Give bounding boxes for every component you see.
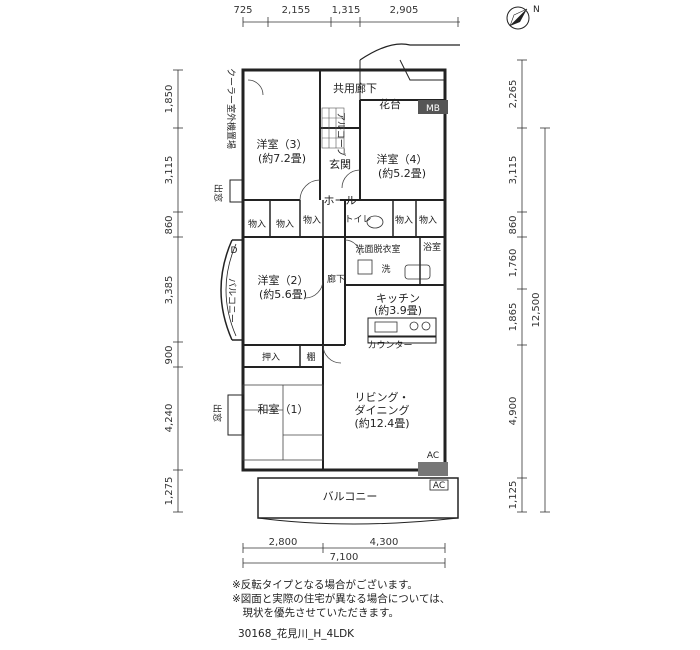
room1-name: 和室（1）: [258, 402, 309, 416]
common-corridor-label: 共用廊下: [333, 81, 377, 95]
room2-name: 洋室（2）: [258, 273, 309, 287]
dim-right-7: 1,125: [508, 481, 519, 510]
flower-bed-label: 花台: [379, 97, 401, 111]
dim-right-2: 3,115: [508, 156, 519, 185]
room3-name: 洋室（3）: [257, 137, 308, 151]
bay-window-lower: [227, 394, 244, 436]
shelf-label: 棚: [306, 351, 315, 363]
dim-top-3: 1,315: [332, 5, 361, 16]
sink-icon: [357, 259, 373, 275]
alcove-label: アルコーブ: [335, 112, 347, 156]
dim-left-4: 3,385: [164, 276, 175, 305]
living-size: (約12.4畳): [354, 416, 409, 430]
balcony-left-label: バルコニー: [226, 278, 237, 323]
room2-size: (約5.6畳): [259, 287, 307, 301]
oshiire-label: 押入: [262, 351, 280, 363]
dim-left-5: 900: [164, 345, 175, 364]
storage-label-1: 物入: [248, 218, 266, 230]
dim-bottom-1: 2,800: [269, 537, 298, 548]
dim-right-3: 860: [508, 215, 519, 234]
ac-box-1: [418, 462, 448, 476]
window-out-label-2: 出窓: [211, 404, 223, 422]
left-dimension-line: [173, 69, 183, 513]
wash-label: 洗: [381, 263, 390, 275]
notes: ※反転タイプとなる場合がございます。 ※図面と実際の住宅が異なる場合については、…: [232, 578, 450, 620]
dim-top-4: 2,905: [390, 5, 419, 16]
kitchen-sink-icon: [374, 321, 398, 333]
dim-left-7: 1,275: [164, 477, 175, 506]
dim-right-4: 1,760: [508, 249, 519, 278]
stove-icon: [409, 321, 419, 331]
dim-right-5: 1,865: [508, 303, 519, 332]
dim-top-2: 2,155: [282, 5, 311, 16]
bottom-dimension-line: [242, 543, 446, 568]
door-swings: [247, 79, 361, 364]
entrance-label: 玄関: [329, 157, 351, 171]
ac-label-2: AC: [433, 481, 445, 491]
dim-left-6: 4,240: [164, 404, 175, 433]
window-out-label-1: 出窓: [212, 184, 224, 202]
storage-label-5: 物入: [419, 214, 437, 226]
hall-label: ホール: [324, 194, 357, 207]
bottom-balcony: [257, 477, 459, 525]
dim-top-1: 725: [233, 5, 252, 16]
storage-label-3: 物入: [303, 214, 321, 226]
toilet-icon: [366, 215, 384, 229]
left-balcony-curve: [220, 239, 233, 341]
cooler-label: クーラー室外機置場: [225, 68, 237, 149]
dim-right-1: 2,265: [508, 80, 519, 109]
d-label: D: [231, 246, 238, 256]
compass-north-label: N: [533, 5, 540, 15]
balcony-bottom-label: バルコニー: [323, 490, 378, 503]
right-dimension-line: [517, 59, 550, 513]
dim-right-6: 4,900: [508, 397, 519, 426]
note-line-3: 現状を優先させていただきます。: [232, 607, 399, 619]
living-name-2: ダイニング: [355, 403, 410, 417]
note-line-1: ※反転タイプとなる場合がございます。: [232, 579, 418, 591]
dim-bottom-total: 7,100: [330, 552, 359, 563]
corridor-curve: [359, 43, 460, 61]
tatami-grid: [242, 384, 324, 461]
storage-label-4: 物入: [395, 214, 413, 226]
dim-left-3: 860: [164, 215, 175, 234]
room4-size: (約5.2畳): [378, 166, 426, 180]
bay-window-upper: [229, 179, 244, 203]
kitchen-size: (約3.9畳): [374, 303, 422, 317]
mb-box: [418, 100, 448, 114]
room4-name: 洋室（4）: [377, 152, 428, 166]
ac-label-1: AC: [427, 451, 439, 461]
dim-left-2: 3,115: [164, 156, 175, 185]
washroom-label: 洗面脱衣室: [355, 243, 400, 255]
dim-bottom-2: 4,300: [370, 537, 399, 548]
kitchen-name: キッチン: [376, 292, 420, 305]
toilet-label: トイレ: [344, 215, 371, 225]
room3-size: (約7.2畳): [258, 151, 306, 165]
dim-right-total: 12,500: [531, 293, 542, 328]
note-line-2: ※図面と実際の住宅が異なる場合については、: [232, 593, 451, 605]
counter-label: カウンター: [367, 340, 412, 351]
bath-label: 浴室: [423, 241, 441, 253]
storage-label-2: 物入: [276, 218, 294, 230]
dim-left-1: 1,850: [164, 85, 175, 114]
mb-label: MB: [426, 104, 440, 114]
plan-code: 30168_花見川_H_4LDK: [238, 628, 355, 640]
alcove-hatch: [321, 107, 345, 149]
living-name-1: リビング・: [355, 390, 410, 404]
corridor-label: 廊下: [327, 273, 345, 285]
compass-icon: [506, 6, 530, 30]
bathtub-icon: [404, 264, 431, 280]
top-dimension-line: [242, 17, 460, 27]
